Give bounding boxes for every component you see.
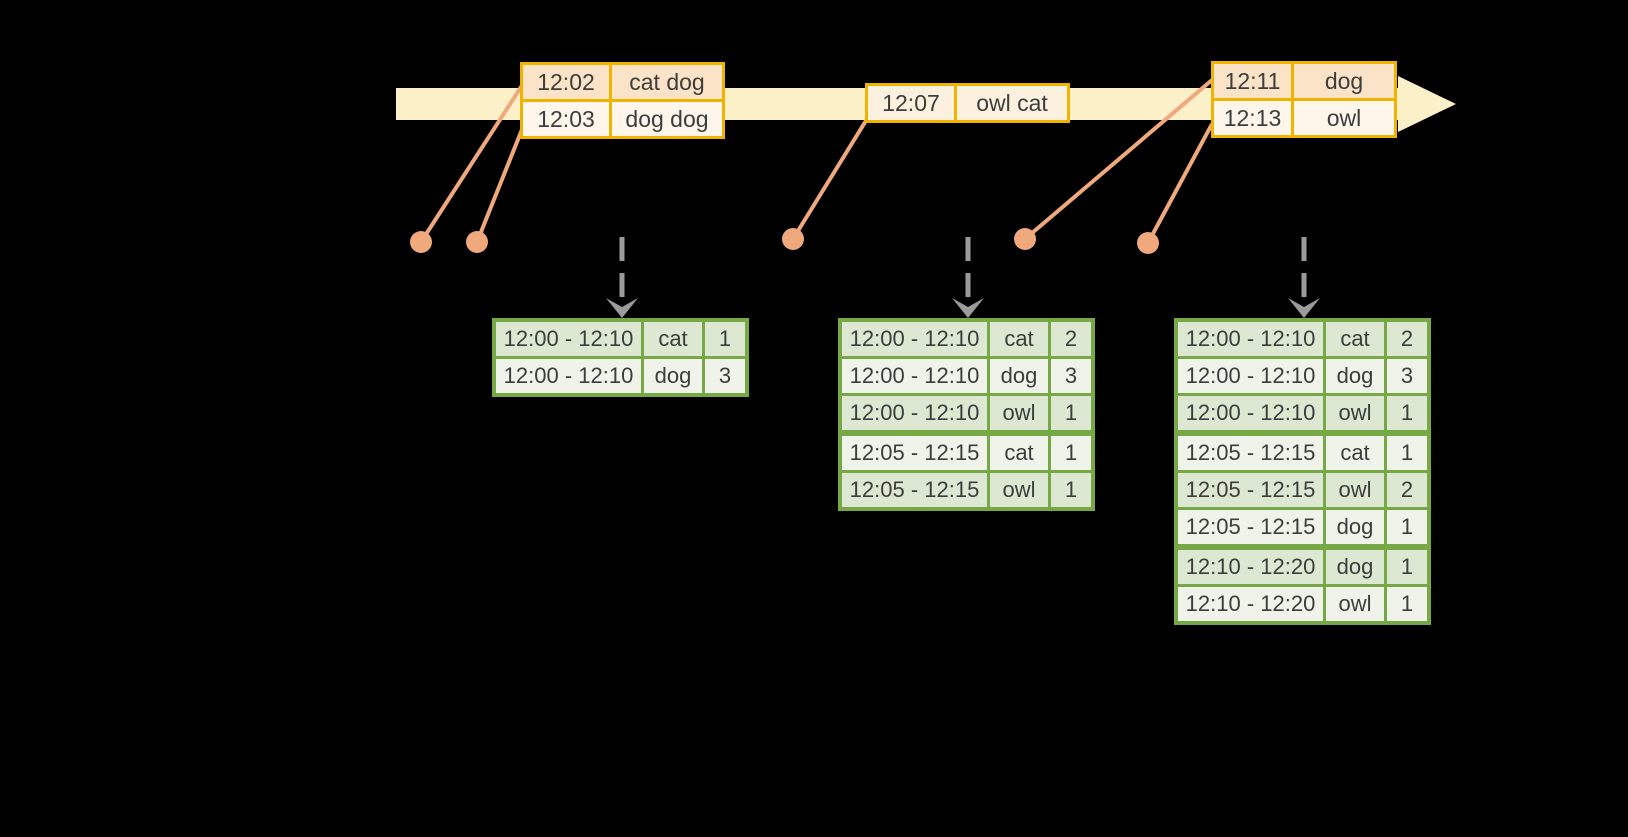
word-cell: cat [1326,436,1384,470]
trigger-arrow-head-icon [952,298,984,318]
count-cell: 2 [1387,322,1427,356]
word-cell: owl [1326,396,1384,430]
result-row: 12:05 - 12:15 owl 1 [842,473,1091,507]
event-dots [410,228,1159,254]
window-cell: 12:05 - 12:15 [842,436,987,470]
word-cell: dog [1326,510,1384,544]
window-cell: 12:00 - 12:10 [1178,322,1323,356]
event-words-cell: owl [1294,101,1394,135]
word-cell: cat [644,322,702,356]
count-cell: 2 [1051,322,1091,356]
result-row: 12:10 - 12:20 dog 1 [1178,550,1427,584]
word-cell: owl [990,473,1048,507]
window-cell: 12:00 - 12:10 [496,359,641,393]
result-row: 12:05 - 12:15 owl 2 [1178,473,1427,507]
result-row: 12:05 - 12:15 cat 1 [842,436,1091,470]
window-cell: 12:00 - 12:10 [1178,359,1323,393]
event-words-cell: cat dog [612,65,722,99]
word-cell: cat [990,322,1048,356]
window-cell: 12:05 - 12:15 [1178,473,1323,507]
window-cell: 12:10 - 12:20 [1178,587,1323,621]
result-row: 12:00 - 12:10 dog 3 [1178,359,1427,393]
window-cell: 12:00 - 12:10 [842,396,987,430]
event-time-cell: 12:11 [1214,64,1291,98]
count-cell: 1 [1051,436,1091,470]
window-cell: 12:00 - 12:10 [842,359,987,393]
word-cell: dog [644,359,702,393]
result-row: 12:00 - 12:10 cat 2 [1178,322,1427,356]
count-cell: 1 [1387,436,1427,470]
connector-line [475,126,525,243]
count-cell: 1 [705,322,745,356]
word-cell: owl [1326,587,1384,621]
word-cell: dog [1326,359,1384,393]
connector-line [1023,78,1214,241]
result-row: 12:00 - 12:10 dog 3 [496,359,745,393]
event-dot-icon [410,231,432,253]
event-words-cell: owl cat [957,86,1067,120]
window-cell: 12:05 - 12:15 [1178,510,1323,544]
timeline-arrowhead-icon [1398,76,1456,132]
result-row: 12:05 - 12:15 cat 1 [1178,436,1427,470]
trigger-arrow-head-icon [1288,298,1320,318]
event-dot-icon [1014,228,1036,250]
word-cell: cat [1326,322,1384,356]
trigger-arrows [606,237,1320,318]
word-cell: owl [1326,473,1384,507]
event-time-cell: 12:03 [523,102,609,136]
count-cell: 1 [1051,396,1091,430]
count-cell: 1 [1387,510,1427,544]
result-row: 12:05 - 12:15 dog 1 [1178,510,1427,544]
event-table-1: 12:02 cat dog 12:03 dog dog [520,62,725,139]
result-table-1: 12:00 - 12:10 cat 1 12:00 - 12:10 dog 3 [492,318,749,397]
event-connector-lines [419,78,1214,244]
connector-line [791,117,869,241]
event-dot-icon [1137,232,1159,254]
result-row: 12:00 - 12:10 cat 1 [496,322,745,356]
connector-line [1146,123,1214,244]
count-cell: 2 [1387,473,1427,507]
connector-line [419,82,525,244]
result-row: 12:00 - 12:10 dog 3 [842,359,1091,393]
result-table-3: 12:00 - 12:10 cat 2 12:00 - 12:10 dog 3 … [1174,318,1431,625]
event-table-2: 12:07 owl cat [865,83,1070,123]
event-words-cell: dog [1294,64,1394,98]
result-row: 12:00 - 12:10 owl 1 [1178,396,1427,430]
event-time-cell: 12:02 [523,65,609,99]
count-cell: 3 [705,359,745,393]
event-dot-icon [466,231,488,253]
count-cell: 3 [1387,359,1427,393]
window-cell: 12:00 - 12:10 [1178,396,1323,430]
result-row: 12:00 - 12:10 owl 1 [842,396,1091,430]
event-table-3: 12:11 dog 12:13 owl [1211,61,1397,138]
count-cell: 1 [1387,396,1427,430]
window-cell: 12:10 - 12:20 [1178,550,1323,584]
count-cell: 1 [1051,473,1091,507]
event-dot-icon [782,228,804,250]
word-cell: dog [990,359,1048,393]
word-cell: cat [990,436,1048,470]
window-cell: 12:00 - 12:10 [842,322,987,356]
window-cell: 12:00 - 12:10 [496,322,641,356]
event-words-cell: dog dog [612,102,722,136]
word-cell: owl [990,396,1048,430]
trigger-arrow-head-icon [606,298,638,318]
count-cell: 3 [1051,359,1091,393]
word-cell: dog [1326,550,1384,584]
event-time-cell: 12:07 [868,86,954,120]
result-row: 12:10 - 12:20 owl 1 [1178,587,1427,621]
window-cell: 12:05 - 12:15 [842,473,987,507]
count-cell: 1 [1387,550,1427,584]
result-row: 12:00 - 12:10 cat 2 [842,322,1091,356]
event-time-cell: 12:13 [1214,101,1291,135]
window-cell: 12:05 - 12:15 [1178,436,1323,470]
result-table-2: 12:00 - 12:10 cat 2 12:00 - 12:10 dog 3 … [838,318,1095,511]
count-cell: 1 [1387,587,1427,621]
